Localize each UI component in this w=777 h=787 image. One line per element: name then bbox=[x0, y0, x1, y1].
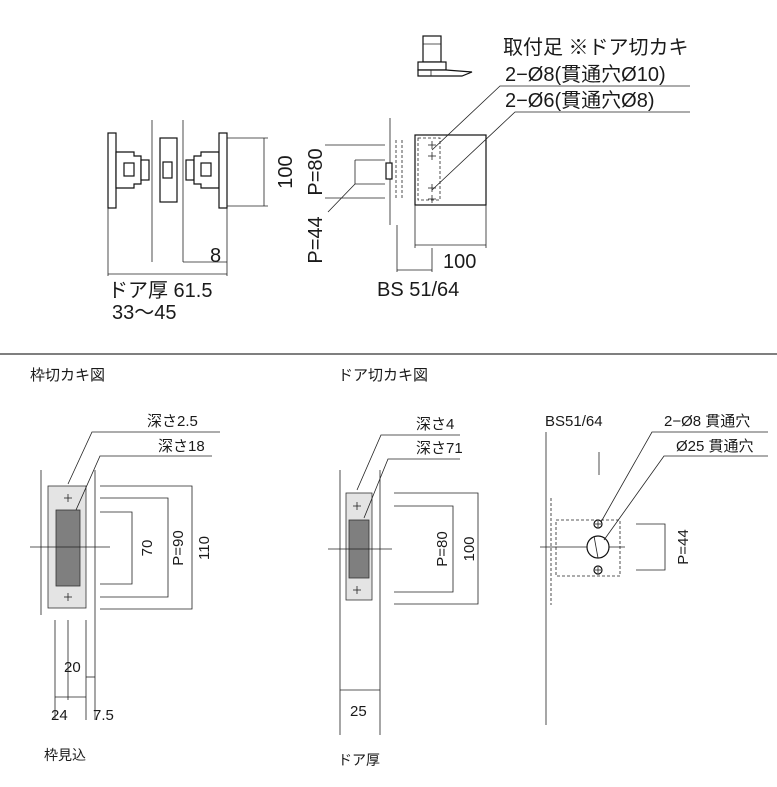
dim-8-label: 8 bbox=[210, 245, 221, 267]
dim-70-label: 70 bbox=[139, 540, 156, 557]
depth-18-label: 深さ18 bbox=[158, 438, 205, 455]
depth-25-label: 深さ2.5 bbox=[147, 413, 198, 430]
mounting-leg-icon bbox=[417, 35, 473, 77]
hole-10-label: 2−Ø8(貫通穴Ø10) bbox=[505, 63, 666, 86]
frame-depth-label: 枠見込 bbox=[44, 747, 86, 763]
door-thickness-bottom-label: ドア厚 bbox=[338, 752, 380, 768]
side-p44-label: P=44 bbox=[675, 529, 692, 564]
backset-label: BS 51/64 bbox=[377, 279, 459, 301]
handle-assembly-front bbox=[107, 120, 268, 276]
width-100-label: 100 bbox=[443, 251, 476, 273]
dim-20-label: 20 bbox=[64, 659, 81, 676]
p44-label: P=44 bbox=[305, 216, 327, 263]
dim-110-label: 110 bbox=[196, 536, 213, 560]
side-view-assembly bbox=[325, 85, 690, 272]
door-cutout-drawing bbox=[328, 434, 479, 735]
depth-71-label: 深さ71 bbox=[416, 440, 463, 457]
side-cutout-drawing bbox=[540, 431, 768, 725]
hole-8-through-label: 2−Ø8 貫通穴 bbox=[664, 413, 750, 430]
door-p80-label: P=80 bbox=[434, 531, 451, 566]
frame-cutout-drawing bbox=[30, 431, 220, 720]
hole-25-through-label: Ø25 貫通穴 bbox=[676, 438, 754, 455]
depth-4-label: 深さ4 bbox=[416, 416, 454, 433]
p80-label: P=80 bbox=[305, 148, 327, 195]
hole-8-label: 2−Ø6(貫通穴Ø8) bbox=[505, 89, 654, 112]
dim-7-5-label: 7.5 bbox=[93, 707, 114, 724]
mounting-leg-label: 取付足 ※ドア切カキ bbox=[503, 36, 689, 59]
frame-cutout-title: 枠切カキ図 bbox=[30, 367, 105, 384]
side-backset-label: BS51/64 bbox=[545, 413, 603, 430]
dim-25-label: 25 bbox=[350, 703, 367, 720]
door-cutout-title: ドア切カキ図 bbox=[338, 367, 428, 384]
p90-label: P=90 bbox=[170, 530, 187, 565]
door-dim-100-label: 100 bbox=[461, 536, 478, 561]
height-100-label: 100 bbox=[275, 155, 297, 188]
door-thickness-range: 33〜45 bbox=[112, 302, 177, 324]
dim-24-label: 24 bbox=[51, 707, 68, 724]
door-thickness-label: ドア厚 61.5 bbox=[108, 280, 212, 302]
